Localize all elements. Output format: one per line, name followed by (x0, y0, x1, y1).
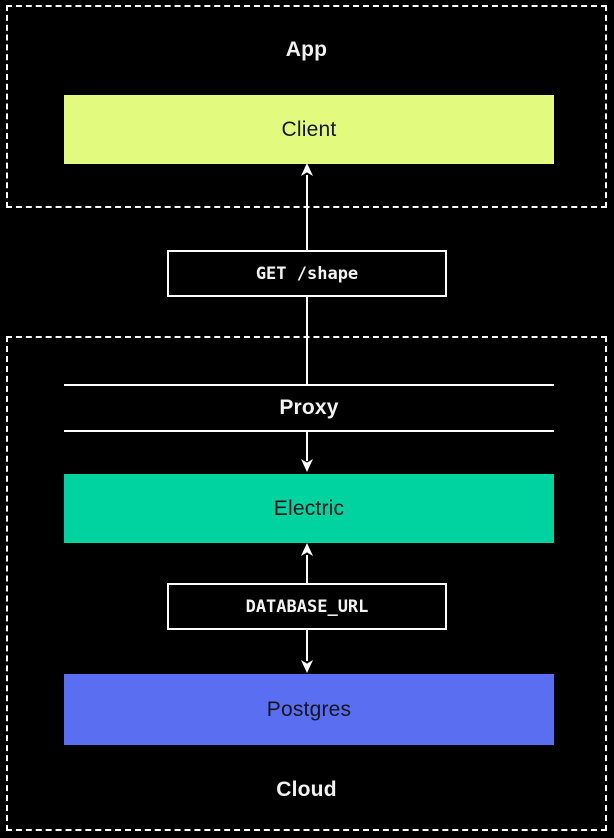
connector-databaseurl-postgres (306, 629, 308, 661)
proxy-node-label: Proxy (279, 396, 339, 419)
connector-client-getshape (306, 175, 308, 251)
postgres-node: Postgres (64, 674, 554, 745)
connector-electric-databaseurl (306, 555, 308, 584)
proxy-bottom-rule (64, 430, 554, 432)
cloud-group-label: Cloud (276, 778, 337, 801)
connector-getshape-proxy (306, 296, 308, 384)
app-group: App Client (6, 5, 607, 208)
get-shape-label-text: GET /shape (255, 263, 359, 284)
app-group-label: App (285, 38, 328, 61)
electric-node: Electric (64, 474, 554, 543)
postgres-node-label: Postgres (266, 697, 352, 721)
electric-node-label: Electric (273, 496, 345, 520)
get-shape-label-box: GET /shape (167, 250, 447, 297)
proxy-node: Proxy (64, 384, 554, 432)
database-url-label-box: DATABASE_URL (167, 583, 447, 630)
connector-proxy-electric (306, 430, 308, 461)
client-node: Client (64, 95, 554, 164)
proxy-top-rule (64, 384, 554, 386)
cloud-group: Proxy Electric Postgres Cloud (6, 336, 607, 831)
database-url-label-text: DATABASE_URL (245, 596, 369, 617)
client-node-label: Client (281, 117, 337, 141)
